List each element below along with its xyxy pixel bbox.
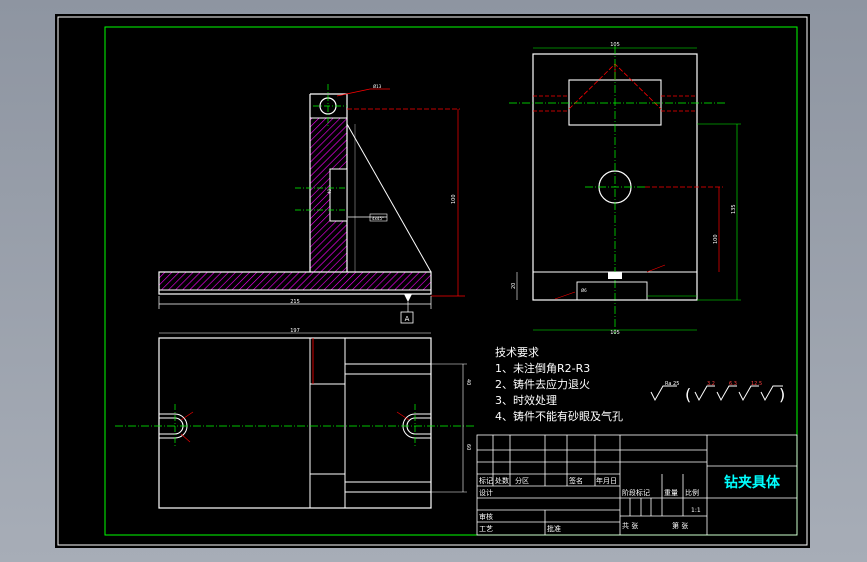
side-dim-base: 20: [511, 283, 517, 289]
tb-count: 处数: [495, 476, 509, 485]
tech-item-1: 1、未注倒角R2-R3: [495, 361, 590, 375]
front-dim-height: 100: [451, 194, 457, 204]
front-dim-hole: Ø13: [373, 84, 382, 89]
side-dim-slot: Ø6: [581, 288, 587, 293]
top-view: 197 40 60: [115, 328, 475, 509]
front-base: [158, 271, 432, 295]
tech-item-3: 3、时效处理: [495, 393, 557, 407]
front-dim-chamfer: 4x45°: [372, 216, 384, 221]
tb-approve: 批准: [547, 524, 561, 533]
top-dim-width: 197: [290, 328, 300, 334]
tb-design: 设计: [479, 488, 493, 497]
paren-close: ): [779, 385, 785, 404]
drawing-svg: A 215 100 Ø13 40 4x45°: [57, 16, 808, 546]
front-dim-width: 215: [290, 299, 300, 305]
roughness-value-2: 6.3: [729, 381, 737, 387]
tech-heading: 技术要求: [495, 346, 539, 359]
tb-sign: 签名: [569, 476, 583, 485]
title-block-text: 标记 处数 分区 签名 年月日 设计 审核 工艺 批准 阶段标记 重量 比例 1…: [479, 474, 781, 533]
tb-process: 工艺: [479, 525, 493, 533]
roughness-main-symbol: [650, 385, 677, 402]
tb-weight: 重量: [664, 489, 678, 497]
top-dim-right-1: 40: [465, 379, 471, 385]
top-dim-right-2: 60: [465, 444, 471, 450]
tb-scale: 比例: [685, 488, 699, 497]
tb-date: 年月日: [596, 476, 617, 485]
tb-scale-value: 1:1: [691, 507, 701, 514]
sheet-outer-frame: [57, 16, 808, 546]
tb-zone: 分区: [515, 476, 529, 485]
front-view: A 215 100 Ø13 40 4x45°: [158, 84, 465, 324]
tb-total-sheets: 共 张: [622, 521, 638, 530]
tech-item-2: 2、铸件去应力退火: [495, 377, 590, 391]
datum-triangle: [404, 294, 412, 302]
side-dim-bottom: 105: [610, 330, 620, 336]
front-dim-slot: 40: [327, 188, 332, 194]
tb-stage-mark: 阶段标记: [622, 488, 650, 497]
roughness-symbols: Ra 25 ( 3.2 6.3 12.5 ): [650, 381, 785, 404]
top-outline: [158, 337, 432, 509]
tech-requirements: 技术要求 1、未注倒角R2-R3 2、铸件去应力退火 3、时效处理 4、铸件不能…: [495, 346, 623, 423]
tb-sheet-no: 第 张: [672, 521, 688, 530]
drawing-title: 钻夹具体: [724, 474, 781, 491]
tb-mark: 标记: [479, 476, 493, 485]
side-dim-height: 135: [731, 204, 737, 214]
title-block: [476, 434, 798, 536]
roughness-value-3: 12.5: [751, 381, 762, 387]
datum-box: [400, 311, 414, 324]
tb-review: 审核: [479, 512, 493, 521]
roughness-value-1: 3.2: [707, 381, 715, 387]
roughness-main-value: Ra 25: [665, 381, 679, 387]
base-section-hatch: [159, 272, 431, 290]
drawing-border: [104, 26, 798, 536]
paren-open: (: [685, 385, 691, 404]
side-view: 105 105 135 100 20 Ø6: [509, 42, 741, 336]
cad-drawing-canvas: A 215 100 Ø13 40 4x45°: [55, 14, 810, 548]
datum-label: A: [405, 315, 410, 323]
tech-item-4: 4、铸件不能有砂眼及气孔: [495, 409, 623, 423]
side-dim-center: 100: [713, 234, 719, 244]
side-dim-top: 105: [610, 42, 620, 48]
